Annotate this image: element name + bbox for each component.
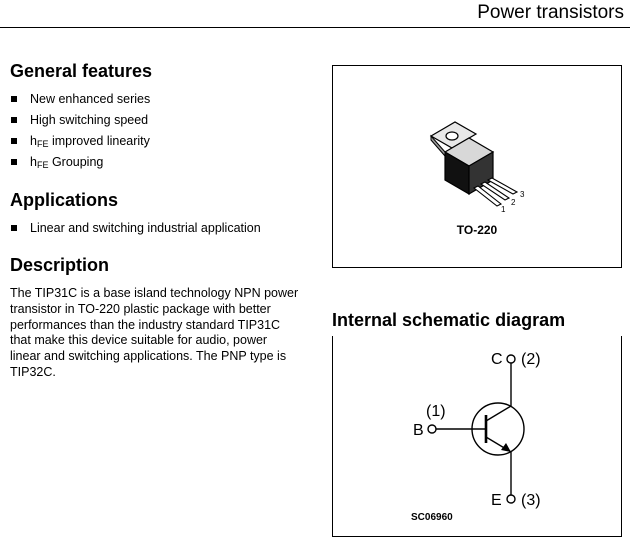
schematic-heading: Internal schematic diagram — [332, 310, 566, 330]
features-list: New enhanced series High switching speed… — [10, 89, 150, 173]
schematic-code: SC06960 — [411, 512, 453, 523]
square-bullet-icon — [11, 159, 17, 165]
collector-label: C — [491, 351, 503, 368]
square-bullet-icon — [11, 225, 17, 231]
description-heading: Description — [10, 255, 110, 275]
emitter-label: E — [491, 492, 502, 509]
list-item: High switching speed — [10, 110, 150, 131]
list-item: New enhanced series — [10, 89, 150, 110]
header-rule — [0, 27, 630, 28]
general-features-heading: General features — [10, 61, 153, 81]
package-label: TO-220 — [456, 223, 498, 237]
base-pin-label: (1) — [426, 403, 446, 420]
list-item: hFE improved linearity — [10, 131, 150, 152]
list-item: Linear and switching industrial applicat… — [10, 218, 261, 239]
pin-3-label: 3 — [520, 190, 525, 199]
square-bullet-icon — [11, 117, 17, 123]
square-bullet-icon — [11, 138, 17, 144]
pin-2-label: 2 — [511, 198, 516, 207]
page-header-title: Power transistors — [477, 2, 624, 23]
pin-1-label: 1 — [501, 205, 506, 214]
emitter-pin-label: (3) — [521, 492, 541, 509]
package-figure: 1 2 3 TO-220 — [332, 65, 622, 268]
to220-package-icon: 1 2 3 — [429, 121, 525, 214]
description-text: The TIP31C is a base island technology N… — [10, 286, 299, 379]
list-item: hFE Grouping — [10, 152, 150, 173]
collector-pin-label: (2) — [521, 351, 541, 368]
square-bullet-icon — [11, 96, 17, 102]
applications-list: Linear and switching industrial applicat… — [10, 218, 261, 239]
npn-transistor-schematic-icon: C (2) (1) B E (3) SC06960 — [411, 351, 541, 523]
schematic-figure: C (2) (1) B E (3) SC06960 — [332, 336, 622, 537]
applications-heading: Applications — [10, 190, 119, 210]
base-label: B — [413, 422, 424, 439]
